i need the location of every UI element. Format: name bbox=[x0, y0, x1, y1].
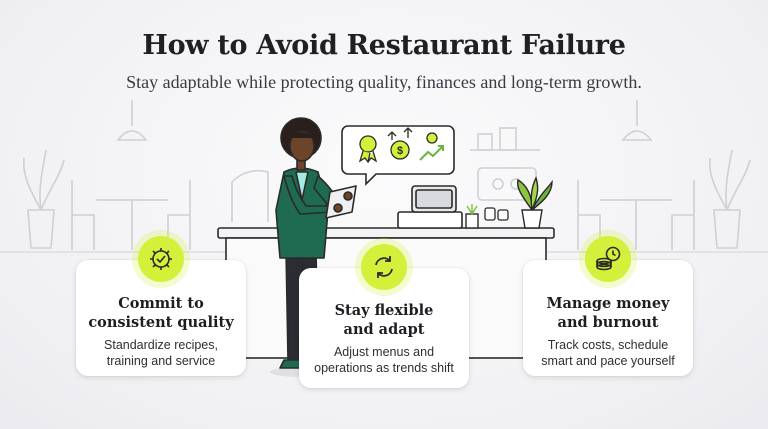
card-title-line1: Stay flexible bbox=[334, 302, 434, 319]
page-title: How to Avoid Restaurant Failure bbox=[142, 30, 626, 61]
card-title-line2: consistent quality bbox=[88, 314, 234, 331]
counter-plant bbox=[516, 176, 553, 229]
idea-trend-icon bbox=[419, 132, 444, 161]
award-ribbon-icon bbox=[358, 135, 378, 164]
card-title-line2: and burnout bbox=[557, 314, 659, 331]
page-subtitle: Stay adaptable while protecting quality,… bbox=[126, 72, 642, 92]
card-desc-line2: training and service bbox=[106, 354, 216, 368]
gear-check-icon bbox=[138, 236, 184, 282]
refresh-arrows-icon bbox=[361, 244, 407, 290]
card-desc-line2: operations as trends shift bbox=[314, 361, 454, 375]
card-desc-line1: Adjust menus and bbox=[333, 345, 435, 359]
card-desc-line1: Track costs, schedule bbox=[547, 338, 669, 352]
card-title-line1: Manage money bbox=[546, 295, 670, 312]
card-title-line2: and adapt bbox=[343, 321, 425, 338]
speech-bubble: $ bbox=[341, 125, 455, 186]
card-title-line1: Commit to bbox=[118, 295, 204, 312]
card-desc-line2: smart and pace yourself bbox=[541, 354, 675, 368]
counter-plant-small bbox=[465, 204, 479, 229]
dollar-growth-icon: $ bbox=[387, 127, 413, 160]
coins-clock-icon bbox=[585, 236, 631, 282]
cash-register bbox=[397, 185, 463, 229]
svg-text:$: $ bbox=[397, 145, 403, 157]
tip-card-quality: Commit to consistent quality Standardize… bbox=[76, 260, 246, 376]
cups bbox=[484, 207, 509, 221]
card-desc-line1: Standardize recipes, bbox=[104, 338, 218, 352]
